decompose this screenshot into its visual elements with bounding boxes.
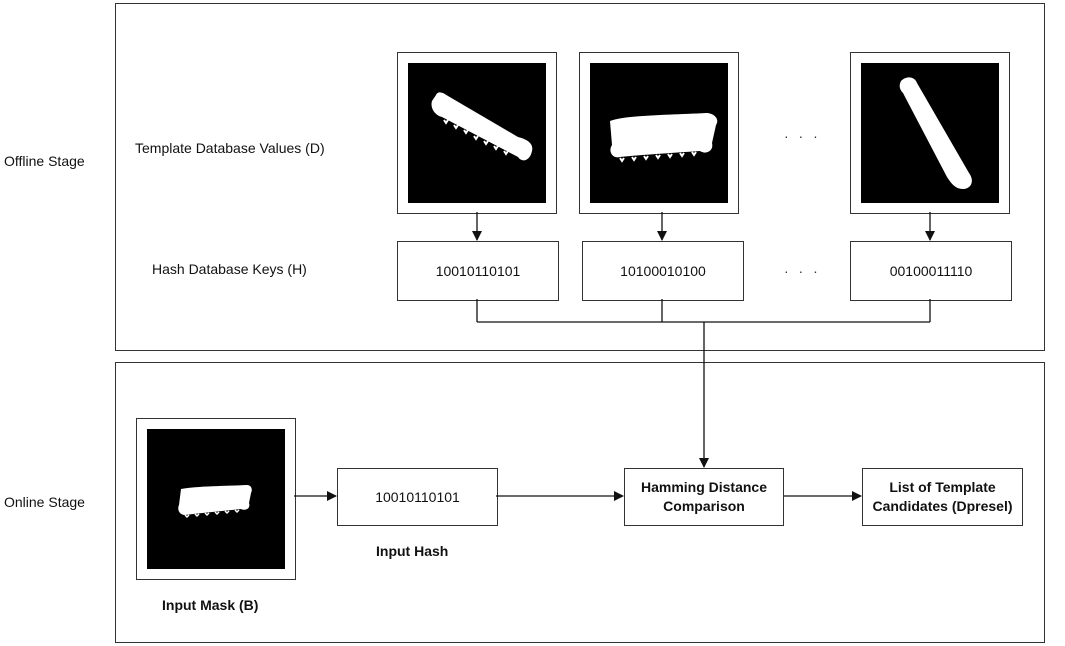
template-ellipsis: · · ·: [784, 128, 821, 144]
input-hash-box: 10010110101: [337, 468, 498, 526]
input-mask-image: [136, 418, 296, 580]
offline-stage-label: Offline Stage: [4, 153, 85, 169]
hash-key-box-1: 10010110101: [397, 241, 559, 301]
template-mask-tilted-down: [408, 63, 546, 203]
hash-keys-label: Hash Database Keys (H): [152, 261, 307, 277]
template-candidates-box: List of Template Candidates (Dpresel): [862, 468, 1023, 526]
input-mask: [147, 429, 285, 569]
template-image-2: [579, 52, 739, 214]
online-stage-label: Online Stage: [4, 494, 85, 510]
input-hash-label: Input Hash: [376, 543, 449, 559]
hash-key-box-3: 00100011110: [850, 241, 1012, 301]
input-mask-label: Input Mask (B): [162, 597, 259, 613]
hamming-comparison-box: Hamming Distance Comparison: [624, 468, 784, 526]
template-image-3: [850, 52, 1010, 214]
hash-key-ellipsis: · · ·: [784, 263, 821, 279]
template-mask-steep: [861, 63, 999, 203]
template-image-1: [397, 52, 557, 214]
template-mask-horizontal: [590, 63, 728, 203]
template-values-label: Template Database Values (D): [135, 140, 325, 156]
hash-key-box-2: 10100010100: [582, 241, 744, 301]
